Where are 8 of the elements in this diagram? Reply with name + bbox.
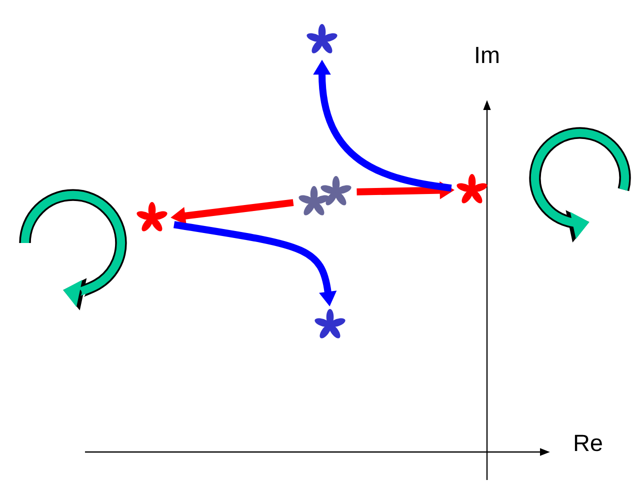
asterisk-marker bbox=[320, 176, 352, 206]
axis-label: Re bbox=[574, 434, 602, 452]
asterisk-marker bbox=[314, 309, 346, 338]
asterisk-marker bbox=[456, 174, 488, 204]
asterisk-marker bbox=[136, 202, 168, 232]
asterisk-marker bbox=[298, 186, 330, 216]
asterisk-marker bbox=[306, 24, 338, 54]
axis-label: Im bbox=[476, 46, 498, 64]
